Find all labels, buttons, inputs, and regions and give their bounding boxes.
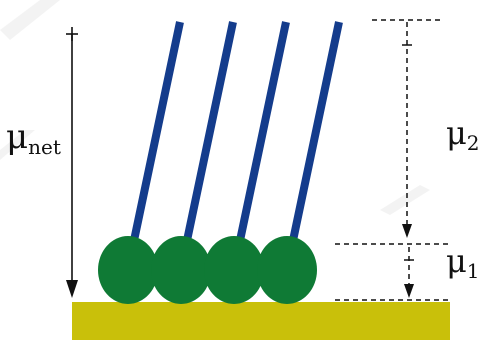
mu2-label: μ2	[446, 114, 480, 155]
mu2-arrow	[402, 22, 412, 238]
molecule-head	[257, 236, 317, 304]
mu-net-arrow	[66, 27, 78, 298]
mu1-label: μ1	[446, 242, 480, 283]
molecule-tail	[234, 21, 290, 251]
molecule-group	[98, 21, 343, 304]
mu-net-label: μnet	[6, 117, 61, 159]
molecule-head	[204, 236, 264, 304]
mu1-arrow	[404, 247, 414, 298]
molecule-tail	[287, 21, 343, 251]
molecule-tail	[181, 21, 237, 251]
molecule-tail	[128, 21, 184, 251]
dashed-guides	[335, 19, 450, 301]
substrate	[72, 302, 450, 340]
molecule-head	[151, 236, 211, 304]
molecule-head	[98, 236, 158, 304]
background-watermark	[0, 0, 430, 215]
